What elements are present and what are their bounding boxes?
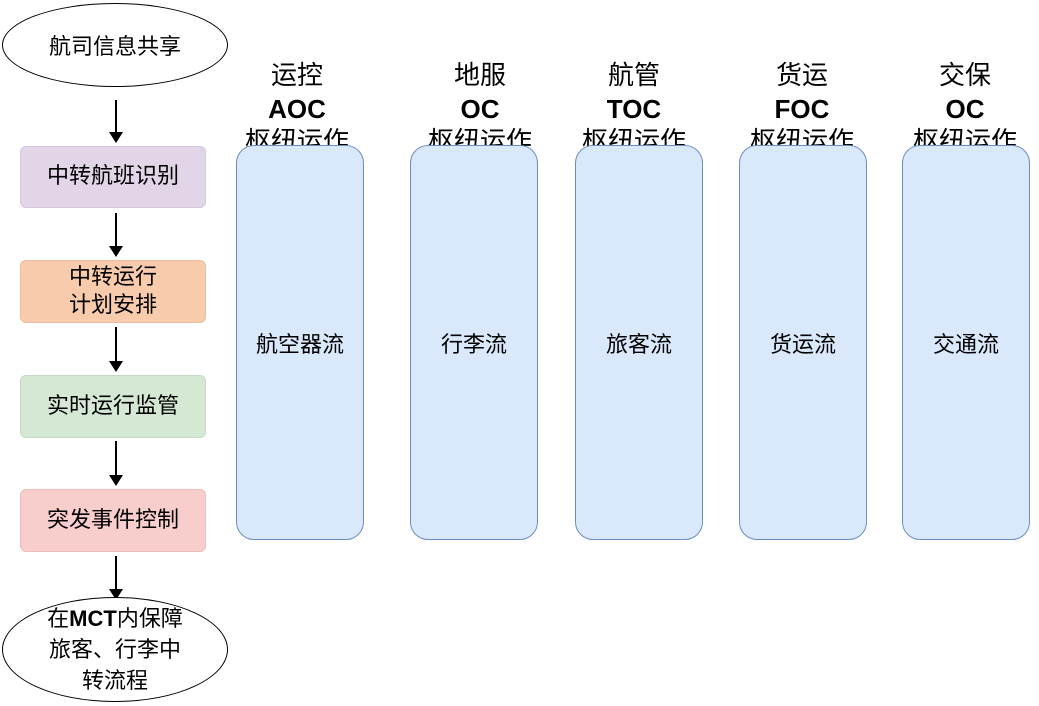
step-transfer-flight-identification: 中转航班识别 (20, 146, 206, 208)
flow-arrow (109, 441, 123, 486)
lane-label: 行李流 (440, 332, 507, 358)
step-label: 中转航班识别 (46, 164, 179, 189)
flow-arrow (109, 100, 123, 143)
start-node: 航司信息共享 (2, 3, 228, 87)
step-label: 突发事件控制 (46, 507, 179, 533)
lane-label: 交通流 (932, 332, 999, 358)
flow-arrow (109, 556, 123, 600)
end-label-line3: 转流程 (81, 668, 148, 694)
lane-baggage-flow: 行李流 (410, 145, 538, 540)
step-realtime-operation-monitoring: 实时运行监管 (20, 375, 206, 438)
flow-arrow (109, 213, 123, 257)
lane-passenger-flow: 旅客流 (575, 145, 703, 540)
lane-label: 航空器流 (255, 332, 344, 358)
start-label: 航司信息共享 (48, 35, 181, 60)
end-label-line2: 旅客、行李中 (48, 637, 181, 663)
end-label-line1: 在MCT内保障 (47, 605, 183, 632)
step-transfer-operation-planning: 中转运行 计划安排 (20, 260, 206, 323)
flow-arrow (109, 327, 123, 372)
step-emergency-control: 突发事件控制 (20, 489, 206, 552)
end-node: 在MCT内保障 旅客、行李中 转流程 (2, 597, 228, 702)
step-label: 实时运行监管 (46, 393, 179, 419)
step-label-line1: 中转运行 (68, 264, 157, 290)
lane-traffic-flow: 交通流 (902, 145, 1030, 540)
lane-label: 货运流 (769, 332, 836, 358)
lane-label: 旅客流 (605, 332, 672, 358)
lane-cargo-flow: 货运流 (739, 145, 867, 540)
step-label-line2: 计划安排 (68, 292, 157, 318)
lane-aircraft-flow: 航空器流 (236, 145, 364, 540)
